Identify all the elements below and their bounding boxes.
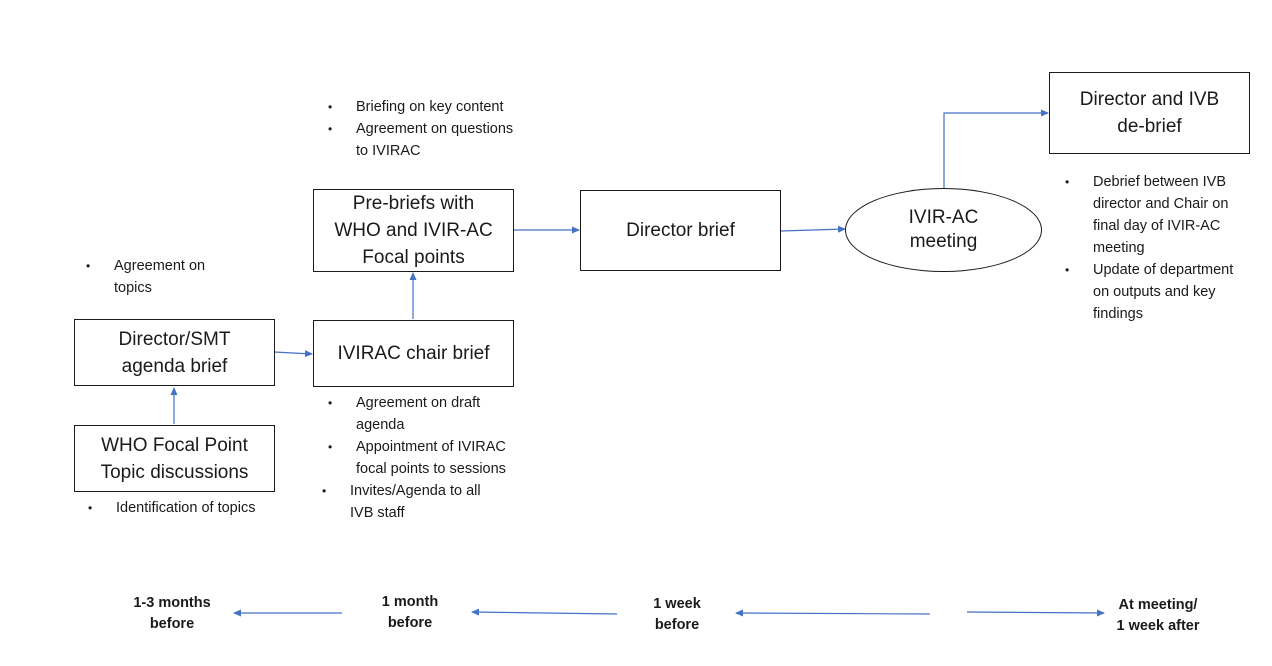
note-item: Agreement on questions to IVIRAC bbox=[326, 118, 516, 162]
timeline-arrow-2 bbox=[471, 608, 618, 616]
arrow-meeting-to-debrief bbox=[943, 109, 1049, 188]
notes-director-smt: Agreement on topics bbox=[84, 255, 234, 299]
note-item: Identification of topics bbox=[86, 497, 256, 519]
timeline-label-1-month: 1 month before bbox=[381, 594, 439, 631]
timeline-arrow-3 bbox=[735, 609, 931, 617]
node-director-brief-label: Director brief bbox=[626, 220, 735, 241]
notes-debrief: Debrief between IVB director and Chair o… bbox=[1063, 171, 1248, 325]
node-meeting-label: IVIR-AC meeting bbox=[908, 207, 979, 252]
notes-prebriefs: Briefing on key content Agreement on que… bbox=[326, 96, 516, 162]
note-item: Briefing on key content bbox=[326, 96, 516, 118]
note-item: Appointment of IVIRAC focal points to se… bbox=[326, 436, 506, 480]
timeline-label-1-week: 1 week before bbox=[653, 596, 701, 633]
node-prebriefs-label: Pre-briefs with WHO and IVIR-AC Focal po… bbox=[334, 193, 493, 268]
node-director-smt: Director/SMT agenda brief bbox=[74, 319, 275, 386]
node-focal-point-label: WHO Focal Point Topic discussions bbox=[100, 434, 249, 483]
arrow-smt-to-chair bbox=[273, 350, 313, 358]
note-item: Agreement on topics bbox=[84, 255, 234, 299]
node-meeting: IVIR-AC meeting bbox=[845, 188, 1042, 272]
notes-focal-point: Identification of topics bbox=[86, 497, 256, 519]
note-item: Update of department on outputs and key … bbox=[1063, 259, 1243, 325]
note-item: Debrief between IVB director and Chair o… bbox=[1063, 171, 1248, 259]
node-prebriefs: Pre-briefs with WHO and IVIR-AC Focal po… bbox=[313, 189, 514, 272]
node-director-smt-label: Director/SMT agenda brief bbox=[118, 328, 231, 377]
node-debrief: Director and IVB de-brief bbox=[1049, 72, 1250, 154]
note-item: Agreement on draft agenda bbox=[326, 392, 516, 436]
timeline-label-1-3-months: 1-3 months before bbox=[133, 595, 211, 632]
timeline-label-at-meeting: At meeting/ 1 week after bbox=[1116, 597, 1200, 634]
node-focal-point: WHO Focal Point Topic discussions bbox=[74, 425, 275, 492]
node-debrief-label: Director and IVB de-brief bbox=[1079, 89, 1220, 137]
node-chair-brief: IVIRAC chair brief bbox=[313, 320, 514, 387]
node-chair-brief-label: IVIRAC chair brief bbox=[337, 343, 490, 364]
note-item: Invites/Agenda to all IVB staff bbox=[320, 480, 500, 524]
node-director-brief: Director brief bbox=[580, 190, 781, 271]
timeline-arrow-4 bbox=[966, 609, 1105, 617]
arrow-director-to-meeting bbox=[780, 225, 846, 233]
notes-chair-brief: Agreement on draft agenda Appointment of… bbox=[322, 392, 516, 524]
